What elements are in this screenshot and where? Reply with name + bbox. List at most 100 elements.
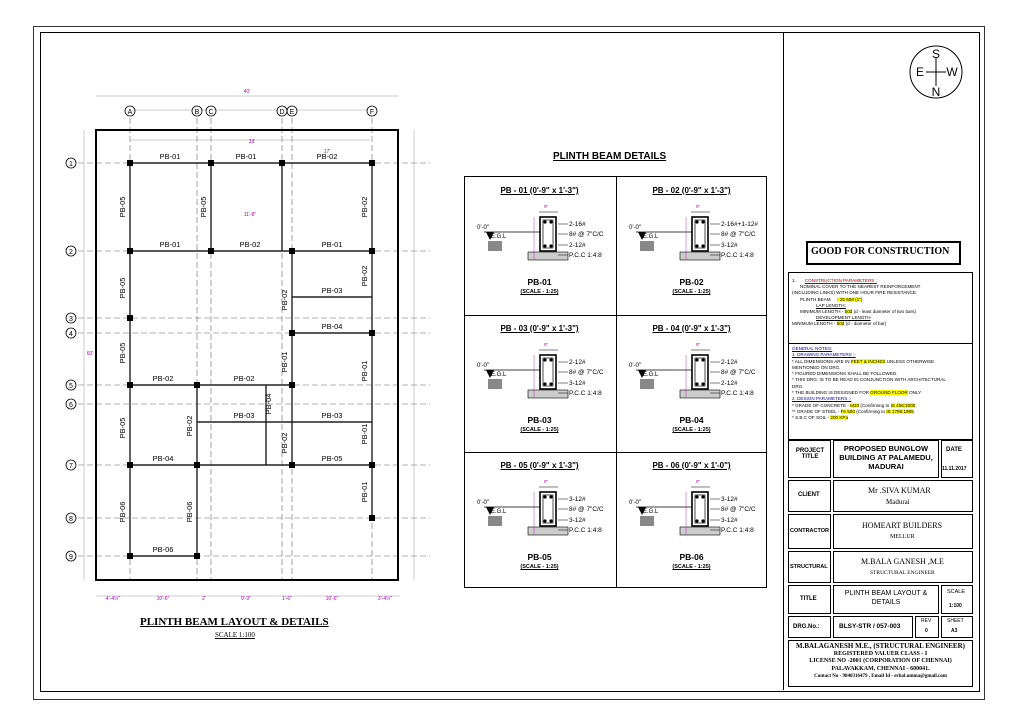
sheet-label: SHEET	[947, 618, 964, 624]
lap-desc: (d - least diameter of two bars)	[853, 309, 916, 315]
gn-2: MENTIONED ON DRG.	[792, 364, 841, 370]
width-dim: 9"	[696, 342, 701, 347]
plan-title: PLINTH BEAM LAYOUT & DETAILS	[140, 616, 329, 628]
dimension-lines	[83, 95, 415, 597]
section-drawing	[484, 349, 569, 399]
level-label: 0'-0"	[629, 500, 641, 506]
pcc-label: P.C.C 1:4:8	[721, 390, 754, 397]
section-name: PB-04	[679, 415, 704, 425]
beam-label: PB-01	[360, 361, 369, 382]
section-scale: (SCALE - 1:25)	[520, 427, 559, 433]
grid-label-3: 3	[69, 316, 73, 323]
bottom-reinforcement: 3-12#	[569, 380, 586, 387]
dev-desc: (d - diameter of bar)	[845, 321, 887, 327]
top-reinforcement: 3-12#	[569, 496, 586, 503]
grid-label-D: D	[279, 109, 284, 116]
firm-text: M.BALAGANESH M.E., (STRUCTURAL ENGINEER)…	[789, 642, 972, 681]
section-scale: (SCALE - 1:25)	[672, 289, 711, 295]
drg-cell	[833, 616, 913, 638]
dim-b2: 10'-6"	[157, 596, 170, 602]
dim-17: 17'	[324, 149, 331, 155]
date-label: DATE	[946, 447, 962, 453]
egl-label: E.G.L	[491, 372, 507, 378]
structural-cell	[833, 551, 973, 583]
beam-label: PB-06	[118, 502, 127, 523]
scale-value: 1:100	[949, 603, 962, 609]
client-name: Mr .SIVA KUMAR	[868, 486, 931, 495]
dim-b7: 3'-4½"	[378, 595, 392, 602]
grid-label-C: C	[208, 109, 213, 116]
beam-label: PB-01	[160, 240, 181, 249]
lap-value: 50d	[844, 309, 853, 315]
project-label-cell	[788, 440, 831, 478]
plan-scale: SCALE 1:100	[215, 631, 255, 639]
gn-1: * ALL DIMENSIONS ARE IN	[792, 358, 850, 364]
drawing-frame	[40, 32, 980, 692]
top-reinforcement: 2-16#+1-12#	[721, 221, 759, 228]
grid-label-1: 1	[69, 161, 73, 168]
lap-title: LAP LENGTH:	[816, 302, 846, 308]
scale-label: SCALE	[947, 589, 966, 595]
beam-label: PB-06	[153, 545, 174, 554]
contractor-name: HOMEART BUILDERS	[862, 521, 943, 530]
details-vdivider	[616, 177, 617, 587]
details-heading: PLINTH BEAM DETAILS	[553, 151, 667, 162]
beam-label: PB-02	[153, 374, 174, 383]
title-value: PLINTH BEAM LAYOUT & DETAILS	[844, 590, 928, 606]
beam-label: PB-01	[322, 240, 343, 249]
good-for-construction-text: GOOD FOR CONSTRUCTION	[811, 246, 950, 257]
beam-label: PB-03	[322, 411, 343, 420]
beam-label: PB-03	[234, 411, 255, 420]
beam-label: PB-02	[280, 433, 289, 454]
notes-divider	[788, 343, 973, 344]
level-label: 0'-0"	[629, 225, 641, 231]
concrete-value: M20	[850, 402, 860, 408]
lap-min: MINIMUM LENGTH -	[800, 309, 844, 315]
dim-overall: 40'	[244, 89, 251, 95]
concrete-label: * GRADE OF CONCRETE -	[792, 402, 849, 408]
beam-label: PB-02	[317, 152, 338, 161]
grid-label-7: 7	[69, 463, 73, 470]
beam-label: PB-01	[280, 352, 289, 373]
section-name: PB-06	[679, 552, 704, 562]
beam-label: PB-02	[234, 374, 255, 383]
sheet-value: A3	[951, 628, 958, 634]
dim-33: 33'	[249, 139, 256, 145]
title-label: TITLE	[800, 596, 817, 602]
north-arrow: S E W N	[909, 45, 963, 99]
stirrups: 8# @ 7"C/C	[569, 369, 604, 376]
cp-line3: PLINTH BEAM	[800, 296, 831, 302]
beam-lines	[129, 162, 373, 557]
gn-6-value: GROUND FLOOR	[870, 390, 908, 396]
sbc-value: 200 KPa	[830, 415, 849, 421]
dev-min: MINIMUM LENGTH -	[792, 321, 836, 327]
width-dim: 9"	[696, 479, 701, 484]
bottom-reinforcement: 3-12#	[721, 242, 738, 249]
beam-label: PB-04	[264, 394, 273, 415]
drg-label: DRG.No.:	[793, 624, 820, 630]
concrete-code-label: (Confirming to	[860, 402, 890, 408]
beam-label: PB-01	[360, 482, 369, 503]
section-name: PB-01	[527, 277, 552, 287]
section-drawing	[636, 211, 721, 261]
steel-label: ** GRADE OF STEEL -	[792, 408, 840, 414]
top-reinforcement: 3-12#	[721, 496, 738, 503]
title-label-cell	[788, 585, 831, 614]
grid-label-F: F	[370, 109, 374, 116]
firm-line2: REGISTERED VALUER CLASS - I	[833, 650, 928, 657]
firm-line1: M.BALAGANESH M.E., (STRUCTURAL ENGINEER)	[796, 642, 965, 650]
dp-title: 1. DRAWING PARAMETERS :-	[792, 352, 856, 358]
beam-label: PB-01	[236, 152, 257, 161]
pcc-label: P.C.C 1:4:8	[569, 527, 602, 534]
notes-text: 1. CONSTRUCTION PARAMETERS : NOMINAL COV…	[792, 278, 972, 328]
dim-b6: 10'-6"	[326, 596, 339, 602]
beam-label: PB-04	[153, 454, 174, 463]
date-value: 11.11.2017	[942, 466, 967, 472]
contractor-label-cell	[788, 514, 831, 549]
section-title: PB - 05 (0'-9" x 1'-3")	[500, 461, 579, 470]
beam-label: PB-05	[118, 278, 127, 299]
client-label: CLIENT	[798, 492, 820, 498]
contractor-cell	[833, 514, 973, 549]
